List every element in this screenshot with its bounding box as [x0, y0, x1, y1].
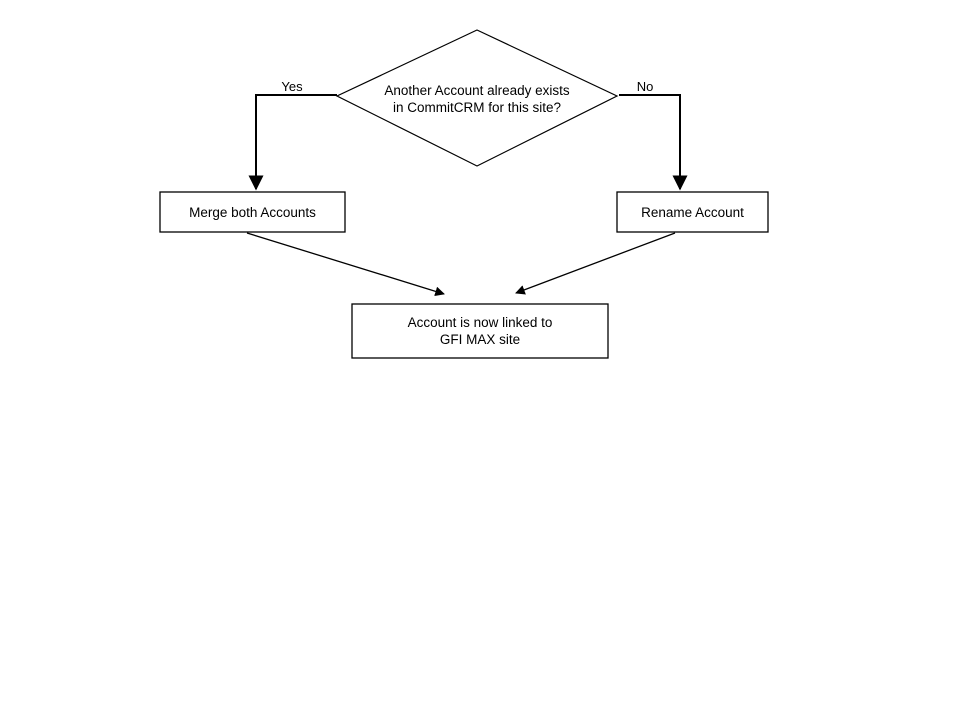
rename-node-text: Rename Account	[617, 192, 768, 232]
linked-node-text: Account is now linked to GFI MAX site	[352, 304, 608, 358]
linked-box-shape	[351, 303, 609, 359]
linked-node-line1: Account is now linked to	[407, 315, 553, 330]
decision-node-text: Another Account already exists in Commit…	[337, 31, 617, 166]
rename-node-label: Rename Account	[641, 204, 744, 220]
rename-to-linked-connector	[515, 232, 676, 295]
decision-text-line2: in CommitCRM for this site?	[392, 99, 562, 115]
yes-edge-label: Yes	[281, 79, 303, 94]
yes-connector-line	[248, 94, 337, 191]
merge-node-text: Merge both Accounts	[160, 192, 345, 232]
merge-to-linked-connector	[246, 232, 445, 297]
linked-node-line2: GFI MAX site	[439, 332, 521, 347]
no-edge-label: No	[636, 79, 654, 94]
no-connector-line	[619, 94, 688, 191]
rename-box-shape	[616, 191, 769, 233]
merge-node-label: Merge both Accounts	[189, 204, 316, 220]
merge-box-shape	[159, 191, 346, 233]
decision-diamond-shape	[335, 29, 619, 167]
decision-text-line1: Another Account already exists	[384, 82, 570, 98]
